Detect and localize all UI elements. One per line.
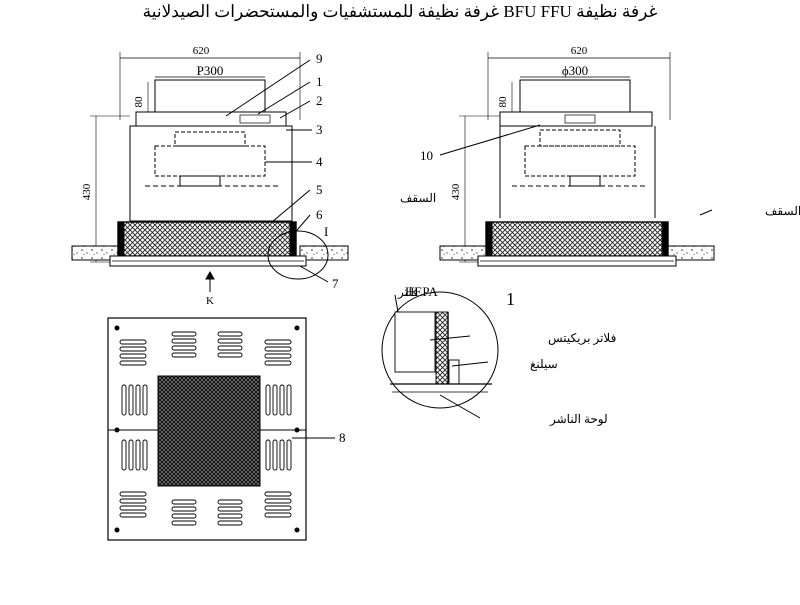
callout-3: 3 — [316, 122, 323, 137]
bottom-plan-view — [107, 317, 335, 541]
diagram-title: غرفة نظيفة BFU FFU غرفة نظيفة للمستشفيات… — [142, 2, 658, 21]
right-height-dim: 430 — [450, 183, 462, 200]
hepa-filter-label: فلتر — [397, 285, 418, 299]
callout-5: 5 — [316, 182, 323, 197]
diffuser-plate-label: لوحة الناشر — [549, 412, 608, 426]
left-width-dim: 620 — [193, 45, 210, 57]
callout-4: 4 — [316, 154, 323, 169]
callout-9: 9 — [316, 51, 323, 66]
left-duct-label: P300 — [197, 63, 224, 78]
right-top-dim: 80 — [497, 96, 509, 108]
left-height-dim: 430 — [81, 183, 93, 200]
detail-marker-i: I — [324, 224, 328, 239]
hepa-text: HEPA — [405, 284, 438, 299]
callout-7: 7 — [332, 276, 339, 291]
right-duct-label: ϕ300 — [562, 63, 588, 78]
sealant-label: سيلنغ — [530, 357, 558, 371]
detail-i-view — [381, 291, 499, 419]
callout-1: 1 — [316, 74, 323, 89]
right-ceiling-label: السقف — [765, 204, 800, 218]
callout-8: 8 — [339, 430, 346, 445]
left-ceiling-label: السقف — [400, 191, 436, 205]
left-elevation-view — [71, 52, 349, 292]
left-top-dim: 80 — [133, 96, 145, 108]
pre-filter-label: فلاتر بريكيتس — [548, 331, 616, 345]
callout-2: 2 — [316, 93, 323, 108]
callout-6: 6 — [316, 207, 323, 222]
right-width-dim: 620 — [571, 45, 588, 57]
callout-10: 10 — [420, 148, 433, 163]
right-elevation-view — [439, 52, 715, 267]
detail-number: 1 — [506, 289, 515, 309]
view-marker-k: K — [206, 295, 214, 307]
